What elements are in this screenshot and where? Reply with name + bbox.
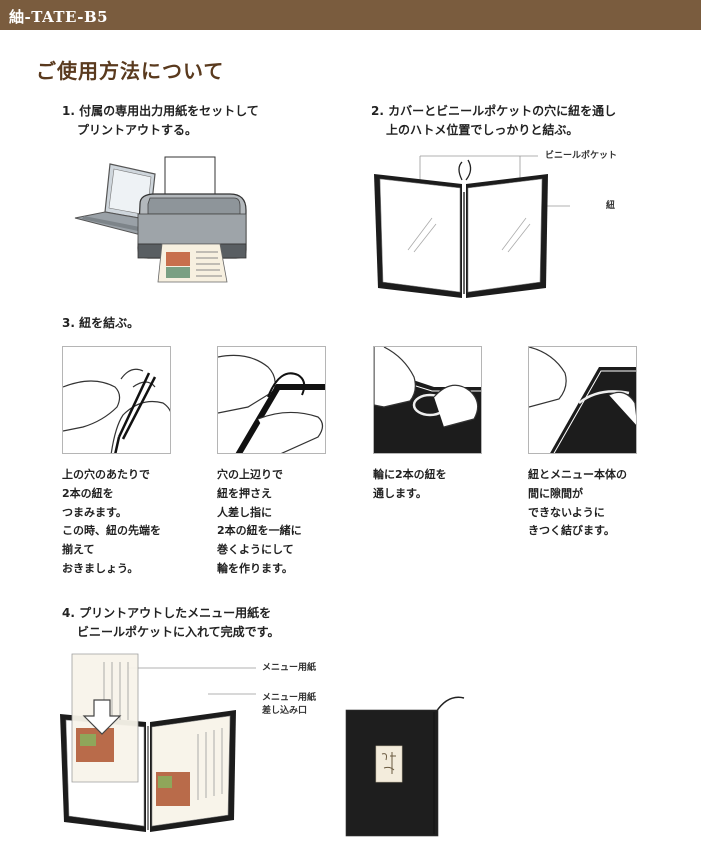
hand-string-icon xyxy=(218,354,325,453)
tie-step-caption-1: 上の穴のあたりで 2本の紐を つまみます。 この時、紐の先端を 揃えて おきまし… xyxy=(62,468,161,575)
step-4-line-1: 4. プリントアウトしたメニュー用紙を xyxy=(62,606,272,620)
tie-step-caption-3: 輪に2本の紐を 通します。 xyxy=(373,468,447,500)
hand-string-icon xyxy=(374,347,481,453)
header-title: 紬-TATE-B5 xyxy=(9,8,109,26)
step-4-text: 4. プリントアウトしたメニュー用紙を ビニールポケットに入れて完成です。 xyxy=(62,604,279,642)
step-3-line-1: 3. 紐を結ぶ。 xyxy=(62,316,140,330)
tie-step-panel-1 xyxy=(62,346,171,454)
tie-step-caption-2: 穴の上辺りで 紐を押さえ 人差し指に 2本の紐を一緒に 巻くようにして 輪を作り… xyxy=(217,468,302,575)
open-menu-folder-illustration xyxy=(374,155,570,298)
step-4-line-2: ビニールポケットに入れて完成です。 xyxy=(77,625,280,639)
step-1-line-2: プリントアウトする。 xyxy=(77,123,198,137)
hand-string-icon xyxy=(63,368,170,453)
callout-menu-paper: メニュー用紙 xyxy=(262,663,317,673)
step-2-line-1: 2. カバーとビニールポケットの穴に紐を通し xyxy=(371,104,617,118)
tie-step-panel-4 xyxy=(528,346,637,454)
step-2-line-2: 上のハトメ位置でしっかりと結ぶ。 xyxy=(386,123,579,137)
callout-menu-insert: メニュー用紙 差し込み口 xyxy=(262,693,317,716)
tie-step-caption-4: 紐とメニュー本体の 間に隙間が できないように きつく結びます。 xyxy=(528,468,627,538)
callout-string: 紐 xyxy=(606,201,616,211)
laptop-printer-illustration xyxy=(74,156,247,283)
header-bar: 紬-TATE-B5 xyxy=(0,0,701,30)
page-title: ご使用方法について xyxy=(36,59,225,83)
menu-insert-illustration xyxy=(60,653,256,832)
step-3-text: 3. 紐を結ぶ。 xyxy=(62,314,139,333)
callout-vinyl-pocket: ビニールポケット xyxy=(545,151,618,161)
step-1-text: 1. 付属の専用出力用紙をセットして プリントアウトする。 xyxy=(62,102,259,140)
step-2-text: 2. カバーとビニールポケットの穴に紐を通し 上のハトメ位置でしっかりと結ぶ。 xyxy=(371,102,616,140)
cover-label-icon xyxy=(375,745,403,783)
down-arrow-icon xyxy=(82,699,122,735)
printer-icon xyxy=(137,156,247,283)
tie-step-panel-3 xyxy=(373,346,482,454)
hand-string-icon xyxy=(529,347,636,453)
closed-menu-cover-illustration xyxy=(345,696,465,837)
tie-step-panel-2 xyxy=(217,346,326,454)
step-1-line-1: 1. 付属の専用出力用紙をセットして xyxy=(62,104,259,118)
